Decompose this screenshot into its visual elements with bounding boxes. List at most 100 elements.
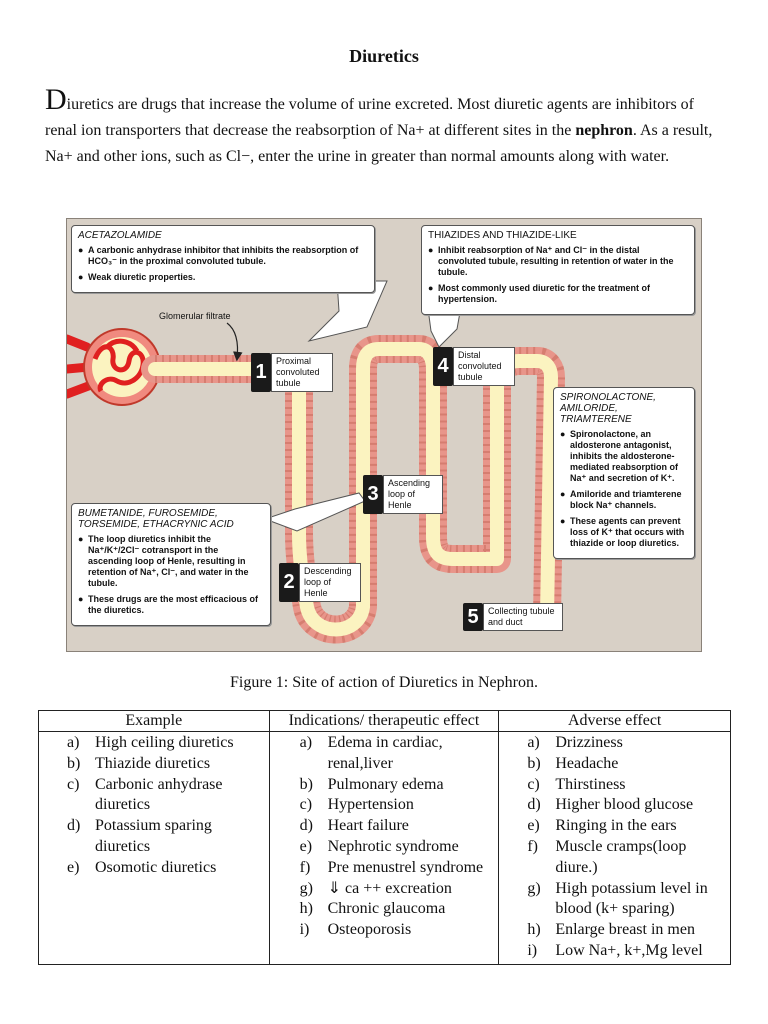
list-text: Headache	[555, 754, 619, 772]
adverse-item: i)Low Na+, k+,Mg level	[527, 941, 730, 962]
list-marker: i)	[299, 921, 310, 939]
callout-point: A carbonic anhydrase inhibitor that inhi…	[78, 245, 368, 267]
list-text: Pulmonary edema	[327, 775, 444, 793]
thiazides-callout: THIAZIDES AND THIAZIDE-LIKE Inhibit reab…	[421, 225, 695, 315]
adverse-item: d) Higher blood glucose	[527, 795, 730, 816]
list-text: Osteoporosis	[327, 921, 412, 939]
example-item: e) Osomotic diuretics	[67, 858, 269, 879]
list-text: High ceiling diuretics	[95, 734, 234, 751]
list-text: Low Na+, k+,Mg level	[555, 941, 703, 959]
list-text: Thiazide diuretics	[95, 754, 211, 772]
list-text: Ringing in the ears	[555, 817, 677, 835]
site-4: 4 Distal convoluted tubule	[433, 347, 515, 386]
site-number: 5	[463, 603, 483, 631]
column-header: Adverse effect	[498, 710, 731, 732]
list-marker: d)	[527, 796, 541, 814]
callout-point: Inhibit reabsorption of Na⁺ and Cl⁻ in t…	[428, 245, 688, 278]
list-marker: f)	[527, 837, 538, 855]
adverse-item: h)Enlarge breast in men	[527, 920, 730, 941]
site-label: Distal convoluted tubule	[453, 347, 515, 386]
callout-point: The loop diuretics inhibit the Na⁺/K⁺/2C…	[78, 534, 264, 589]
adverse-item: a)Drizziness	[527, 733, 730, 754]
acetazolamide-pointer	[307, 280, 388, 342]
callout-point: Most commonly used diuretic for the trea…	[428, 283, 688, 305]
callout-heading: THIAZIDES AND THIAZIDE-LIKE	[428, 230, 577, 241]
list-marker: d)	[299, 817, 313, 835]
indication-item: a)Edema in cardiac, renal,liver	[300, 733, 499, 775]
list-marker: c)	[527, 775, 540, 793]
list-marker: e)	[67, 858, 80, 876]
indication-item: g)⇓ ca ++ excreation	[300, 879, 499, 900]
intro-bold: nephron	[575, 122, 633, 139]
list-marker: e)	[527, 817, 540, 835]
list-marker: h)	[299, 900, 313, 918]
loop-pointer	[263, 492, 366, 532]
adverse-item: f) Muscle cramps(loop diure.)	[527, 837, 730, 879]
list-text: Enlarge breast in men	[555, 921, 695, 939]
callout-point: These agents can prevent loss of K⁺ that…	[560, 516, 688, 549]
list-marker: d)	[67, 817, 81, 835]
diuretics-table: Example Indications/ therapeutic effect …	[38, 710, 731, 965]
example-item: c)Carbonic anhydrase diuretics	[67, 775, 269, 817]
site-number: 2	[279, 563, 299, 602]
list-marker: b)	[527, 754, 541, 772]
list-text: Muscle cramps(loop diure.)	[555, 837, 687, 876]
list-marker: a)	[299, 734, 313, 751]
callout-heading: ACETAZOLAMIDE	[78, 230, 162, 241]
list-text: Thirstiness	[555, 775, 626, 793]
adverse-item: b) Headache	[527, 754, 730, 775]
list-text: Higher blood glucose	[555, 796, 694, 814]
indication-item: d) Heart failure	[300, 816, 499, 837]
loop-diuretics-callout: BUMETANIDE, FUROSEMIDE, TORSEMIDE, ETHAC…	[71, 503, 271, 626]
figure-caption: Figure 1: Site of action of Diuretics in…	[230, 674, 538, 691]
site-5: 5 Collecting tubule and duct	[463, 603, 563, 631]
indication-item: i) Osteoporosis	[300, 920, 499, 941]
nephron-figure: Glomerular filtrate ACETAZOLAMIDE A carb…	[66, 218, 702, 652]
column-header: Indications/ therapeutic effect	[268, 710, 500, 732]
table-header-row: Example Indications/ therapeutic effect …	[38, 710, 731, 732]
example-item: a)High ceiling diuretics	[67, 733, 269, 754]
list-text: Pre menustrel syndrome	[327, 858, 484, 876]
list-marker: c)	[67, 775, 80, 793]
site-label: Ascending loop of Henle	[383, 475, 443, 514]
indication-item: e)Nephrotic syndrome	[300, 837, 499, 858]
list-text: Chronic glaucoma	[327, 900, 446, 918]
indication-item: b)Pulmonary edema	[300, 775, 499, 796]
site-label: Proximal convoluted tubule	[271, 353, 333, 392]
callout-point: Amiloride and triamterene block Na⁺ chan…	[560, 489, 688, 511]
intro-text-2: . As a result, Na+ and other ions, such …	[45, 122, 713, 165]
list-text: Osomotic diuretics	[95, 858, 217, 876]
callout-heading: SPIRONOLACTONE, AMILORIDE, TRIAMTERENE	[560, 392, 656, 425]
list-text: Heart failure	[327, 817, 409, 835]
list-marker: b)	[67, 754, 81, 772]
site-number: 4	[433, 347, 453, 386]
list-marker: a)	[527, 734, 540, 751]
glomerulus	[67, 328, 161, 406]
acetazolamide-callout: ACETAZOLAMIDE A carbonic anhydrase inhib…	[71, 225, 375, 293]
site-label: Collecting tubule and duct	[483, 603, 563, 631]
callout-point: Weak diuretic properties.	[78, 272, 368, 283]
adverse-item: e) Ringing in the ears	[527, 816, 730, 837]
spironolactone-callout: SPIRONOLACTONE, AMILORIDE, TRIAMTERENE S…	[553, 387, 695, 559]
list-text: High potassium level in blood (k+ sparin…	[555, 879, 708, 918]
list-marker: g)	[299, 879, 313, 897]
indication-item: c)Hypertension	[300, 795, 499, 816]
intro-paragraph: Diuretics are drugs that increase the vo…	[45, 85, 725, 170]
site-number: 3	[363, 475, 383, 514]
adverse-item: g) High potassium level in blood (k+ spar…	[527, 879, 730, 921]
site-label: Descending loop of Henle	[299, 563, 361, 602]
drop-cap: D	[45, 83, 67, 116]
glomerular-arrow	[226, 322, 243, 362]
callout-point: Spironolactone, an aldosterone antagonis…	[560, 429, 688, 484]
adverse-item: c) Thirstiness	[527, 775, 730, 796]
site-1: 1 Proximal convoluted tubule	[251, 353, 333, 392]
indication-item: f)Pre menustrel syndrome	[300, 858, 499, 879]
column-header: Example	[38, 710, 270, 732]
list-marker: g)	[527, 879, 541, 897]
list-marker: e)	[299, 837, 313, 855]
